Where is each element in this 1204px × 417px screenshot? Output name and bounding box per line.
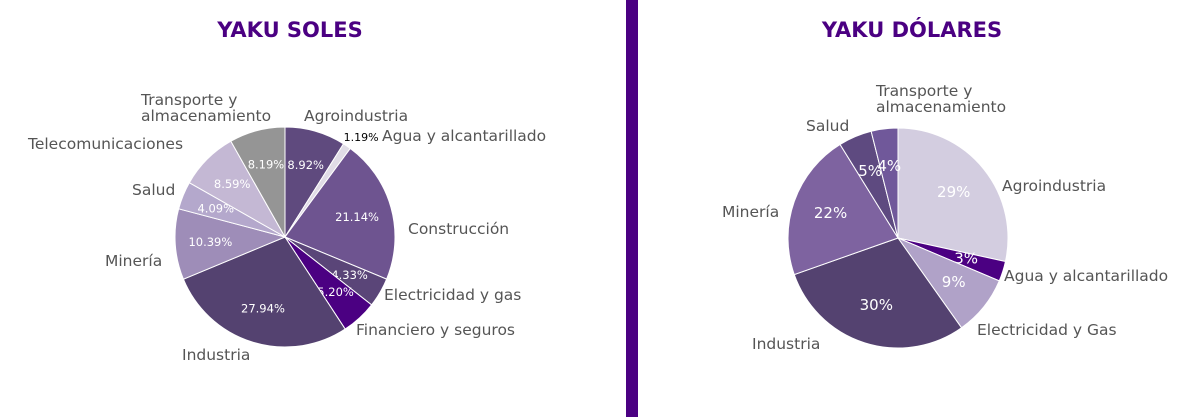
pie-slice-1-4 bbox=[787, 143, 899, 276]
pie-slice-1-0 bbox=[897, 127, 1009, 263]
label-agua-usd: Agua y alcantarillado bbox=[1004, 267, 1169, 285]
chart-title-soles: YAKU SOLES bbox=[217, 18, 363, 42]
label-mineria: Minería bbox=[105, 252, 163, 270]
data-label-1-5: 5% bbox=[858, 162, 882, 180]
label-telecom: Telecomunicaciones bbox=[28, 135, 184, 153]
divider bbox=[626, 0, 638, 417]
label-agua: Agua y alcantarillado bbox=[382, 127, 547, 145]
label-agroindustria-usd: Agroindustria bbox=[1002, 177, 1107, 195]
data-label-1-6: 4% bbox=[877, 157, 901, 175]
label-agroindustria: Agroindustria bbox=[304, 107, 409, 125]
data-label-0-0: 8.92% bbox=[287, 158, 324, 172]
data-label-1-3: 30% bbox=[860, 296, 893, 314]
pie-slice-1-6 bbox=[870, 127, 899, 239]
data-label-0-2: 21.14% bbox=[335, 210, 379, 224]
data-label-0-4: 5.20% bbox=[317, 285, 354, 299]
label-transporte-usd: Transporte y almacenamiento bbox=[876, 82, 1007, 116]
chart-title-dolares: YAKU DÓLARES bbox=[821, 18, 1003, 42]
label-electricidad: Electricidad y gas bbox=[384, 286, 522, 304]
data-label-0-9: 8.19% bbox=[248, 158, 285, 172]
data-label-0-8: 8.59% bbox=[214, 177, 251, 191]
data-label-0-7: 4.09% bbox=[197, 202, 234, 216]
data-label-0-6: 10.39% bbox=[188, 235, 232, 249]
pie-slice-0-2 bbox=[284, 147, 396, 280]
label-salud: Salud bbox=[132, 181, 176, 199]
data-label-1-0: 29% bbox=[937, 183, 970, 201]
data-label-1-1: 3% bbox=[954, 250, 978, 268]
label-construccion: Construcción bbox=[408, 220, 510, 238]
label-industria: Industria bbox=[182, 346, 251, 364]
label-industria-usd: Industria bbox=[752, 335, 821, 353]
data-label-0-1: 1.19% bbox=[344, 131, 379, 144]
data-label-0-3: 4.33% bbox=[331, 268, 368, 282]
pie-slice-0-9 bbox=[230, 126, 286, 239]
data-label-0-5: 27.94% bbox=[241, 301, 285, 315]
label-electricidad-usd: Electricidad y Gas bbox=[977, 321, 1117, 339]
label-transporte: Transporte y almacenamiento bbox=[141, 91, 272, 125]
pie-slice-1-3 bbox=[793, 237, 963, 349]
data-label-1-2: 9% bbox=[942, 273, 966, 291]
label-salud-usd: Salud bbox=[806, 117, 850, 135]
data-label-1-4: 22% bbox=[814, 204, 847, 222]
pie-slice-0-6 bbox=[174, 208, 287, 280]
label-mineria-usd: Minería bbox=[722, 203, 780, 221]
pie-slice-0-5 bbox=[182, 236, 346, 348]
label-financiero: Financiero y seguros bbox=[356, 321, 516, 339]
